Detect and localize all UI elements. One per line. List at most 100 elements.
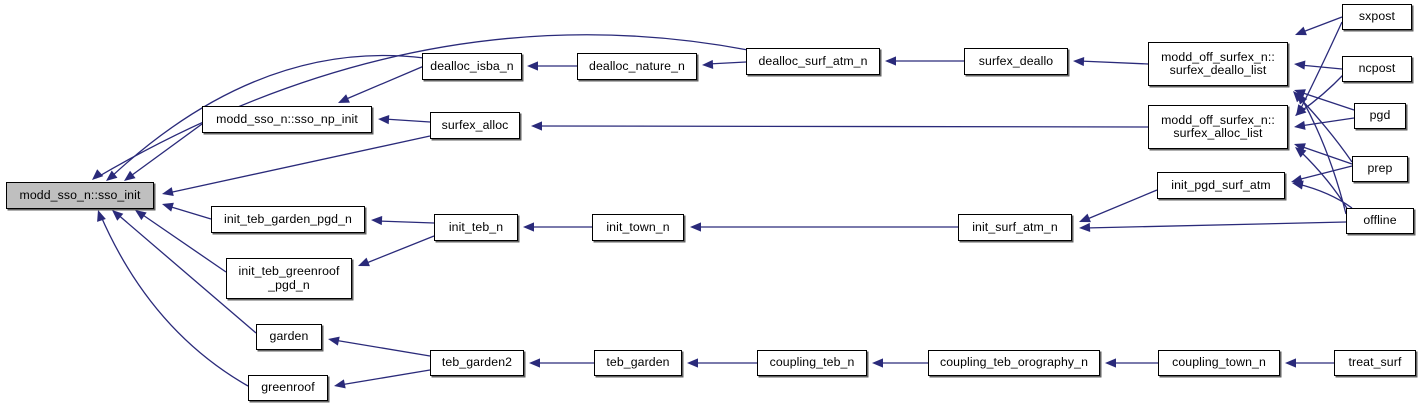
edge-init_teb_n-init_teb_greenroof_pgd_n xyxy=(363,235,435,265)
graph-node-sso_np_init[interactable]: modd_sso_n::sso_np_init xyxy=(202,106,372,133)
graph-node-sxpost[interactable]: sxpost xyxy=(1342,4,1412,30)
graph-node-dealloc_isba_n[interactable]: dealloc_isba_n xyxy=(422,53,522,80)
graph-node-prep[interactable]: prep xyxy=(1352,156,1408,182)
edge-arrow xyxy=(1292,180,1304,190)
graph-node-init_teb_garden_pgd_n[interactable]: init_teb_garden_pgd_n xyxy=(211,206,365,233)
graph-node-teb_garden[interactable]: teb_garden xyxy=(594,350,682,376)
graph-node-init_town_n[interactable]: init_town_n xyxy=(592,214,684,241)
graph-node-surfex_alloc[interactable]: surfex_alloc xyxy=(430,112,520,139)
graph-node-label: sxpost xyxy=(1358,9,1396,24)
graph-node-label: init_teb_n xyxy=(448,219,504,234)
edge-surfex_alloc-sso_np_init xyxy=(383,118,431,123)
graph-node-label: teb_garden2 xyxy=(441,355,513,370)
graph-node-label: ncpost xyxy=(1358,61,1396,76)
edge-surfex_alloc_list-surfex_alloc xyxy=(536,125,1149,128)
graph-node-init_teb_n[interactable]: init_teb_n xyxy=(434,214,518,241)
graph-node-label: offline xyxy=(1363,213,1397,228)
graph-node-label: coupling_teb_n xyxy=(769,355,855,370)
edge-sxpost-surfex_deallo_list xyxy=(1299,16,1343,34)
edge-init_teb_greenroof_pgd_n-sso_init xyxy=(139,212,227,273)
edge-dealloc_isba_n-sso_np_init xyxy=(343,65,425,101)
edge-arrow xyxy=(1294,60,1306,70)
edge-arrow xyxy=(135,210,147,221)
edge-offline-init_surf_atm_n xyxy=(1084,221,1347,229)
edge-arrow xyxy=(162,202,174,212)
graph-node-label: init_teb_garden_pgd_n xyxy=(224,211,352,226)
graph-node-label: modd_sso_n::sso_np_init xyxy=(216,111,358,126)
edge-dealloc_isba_n-sso_init xyxy=(109,54,425,179)
edge-arrow xyxy=(112,210,124,221)
graph-node-offline[interactable]: offline xyxy=(1346,208,1414,234)
graph-node-coupling_town_n[interactable]: coupling_town_n xyxy=(1158,350,1280,376)
edge-arrow xyxy=(106,170,118,181)
edge-arrow xyxy=(527,61,538,71)
edge-arrow xyxy=(1294,120,1306,130)
edge-arrow xyxy=(687,358,698,368)
graph-node-label: prep xyxy=(1367,161,1393,176)
graph-node-surfex_deallo[interactable]: surfex_deallo xyxy=(964,48,1068,75)
graph-node-garden[interactable]: garden xyxy=(256,324,322,350)
edge-teb_garden2-garden xyxy=(333,339,431,357)
graph-node-sso_init[interactable]: modd_sso_n::sso_init xyxy=(6,182,154,209)
graph-node-label: modd_off_surfex_n:: surfex_alloc_list xyxy=(1161,112,1275,140)
edge-arrow xyxy=(1079,213,1091,223)
edge-arrow xyxy=(529,358,540,368)
graph-node-label: treat_surf xyxy=(1348,355,1402,370)
graph-node-surfex_alloc_list[interactable]: modd_off_surfex_n:: surfex_alloc_list xyxy=(1148,105,1288,149)
graph-node-label: greenroof xyxy=(261,380,315,395)
graph-node-label: init_surf_atm_n xyxy=(972,219,1058,234)
graph-node-label: coupling_town_n xyxy=(1172,355,1266,370)
graph-node-label: init_teb_greenroof _pgd_n xyxy=(238,264,340,292)
edge-arrow xyxy=(523,222,534,232)
edge-arrow xyxy=(162,187,174,197)
graph-node-coupling_teb_orography_n[interactable]: coupling_teb_orography_n xyxy=(928,350,1100,376)
graph-node-dealloc_surf_atm_n[interactable]: dealloc_surf_atm_n xyxy=(746,48,880,75)
graph-node-init_surf_atm_n[interactable]: init_surf_atm_n xyxy=(958,214,1072,241)
graph-node-label: teb_garden xyxy=(606,355,670,370)
graph-node-label: dealloc_nature_n xyxy=(589,58,685,73)
graph-node-label: dealloc_surf_atm_n xyxy=(758,53,868,68)
graph-node-surfex_deallo_list[interactable]: modd_off_surfex_n:: surfex_deallo_list xyxy=(1148,42,1288,86)
graph-node-init_teb_greenroof_pgd_n[interactable]: init_teb_greenroof _pgd_n xyxy=(226,258,352,299)
edge-init_pgd_surf_atm-init_surf_atm_n xyxy=(1084,189,1158,221)
graph-node-ncpost[interactable]: ncpost xyxy=(1342,56,1412,82)
graph-node-label: surfex_alloc xyxy=(441,117,509,132)
graph-node-init_pgd_surf_atm[interactable]: init_pgd_surf_atm xyxy=(1157,172,1285,199)
edge-prep-surfex_alloc_list xyxy=(1299,145,1353,165)
edge-pgd-surfex_deallo_list xyxy=(1299,91,1355,111)
graph-node-coupling_teb_n[interactable]: coupling_teb_n xyxy=(757,350,867,376)
edge-arrow xyxy=(97,210,106,222)
edge-surfex_alloc-sso_init xyxy=(167,135,431,194)
edge-teb_garden2-greenroof xyxy=(339,369,431,386)
graph-node-teb_garden2[interactable]: teb_garden2 xyxy=(430,350,524,376)
edge-prep-init_pgd_surf_atm xyxy=(1296,165,1353,181)
edge-arrow xyxy=(334,379,346,389)
edge-arrow xyxy=(1105,358,1116,368)
edge-ncpost-surfex_alloc_list xyxy=(1299,73,1345,113)
graph-node-greenroof[interactable]: greenroof xyxy=(248,375,328,401)
edge-offline-surfex_alloc_list xyxy=(1299,150,1349,211)
graph-node-dealloc_nature_n[interactable]: dealloc_nature_n xyxy=(577,53,697,80)
graph-node-label: pgd xyxy=(1369,108,1391,123)
edge-sxpost-surfex_alloc_list xyxy=(1299,21,1343,111)
edge-arrow xyxy=(1295,147,1307,158)
edge-sso_np_init-sso_init xyxy=(127,123,203,179)
graph-node-treat_surf[interactable]: treat_surf xyxy=(1334,350,1416,376)
edge-arrow xyxy=(124,170,136,181)
graph-node-label: garden xyxy=(269,329,309,344)
edge-arrow xyxy=(1079,222,1091,233)
graph-node-label: dealloc_isba_n xyxy=(430,58,514,73)
edge-garden-sso_init xyxy=(115,212,257,334)
edge-arrow xyxy=(531,121,542,131)
edge-arrow xyxy=(1295,105,1307,116)
edge-arrow xyxy=(328,336,340,346)
edge-arrow xyxy=(338,94,350,103)
edge-arrow xyxy=(885,56,896,66)
graph-node-pgd[interactable]: pgd xyxy=(1354,103,1406,129)
edge-arrow xyxy=(1073,56,1085,67)
edge-init_teb_garden_pgd_n-sso_init xyxy=(167,205,212,220)
edge-arrow xyxy=(1295,26,1307,36)
edge-pgd-surfex_alloc_list xyxy=(1299,117,1355,127)
